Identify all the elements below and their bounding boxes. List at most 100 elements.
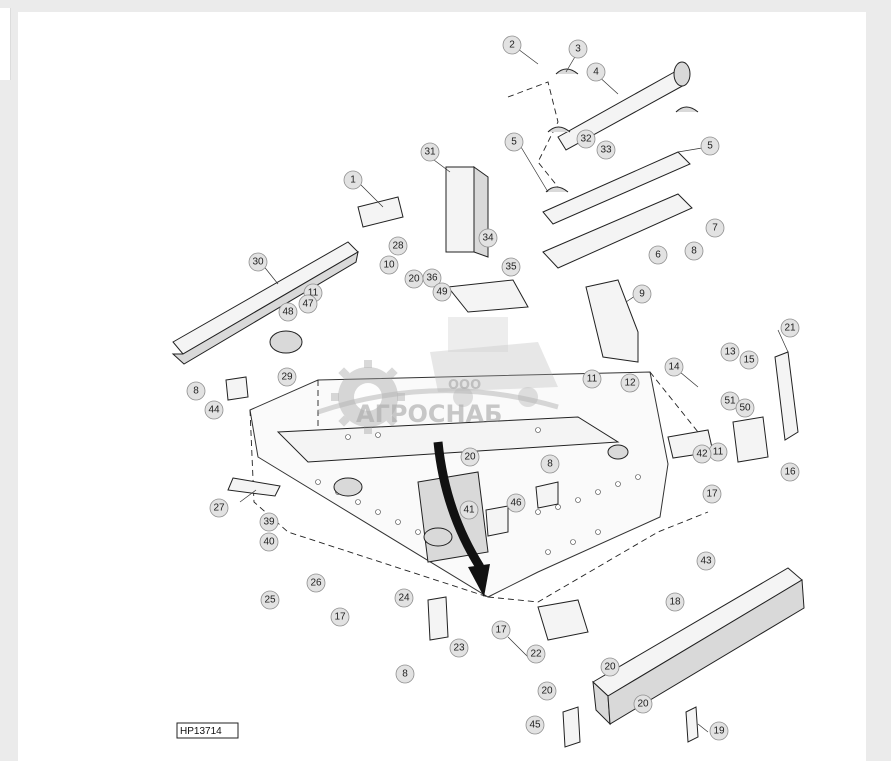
callout-number: 28 — [392, 241, 404, 252]
callout-number: 26 — [310, 578, 322, 589]
callout-21: 21 — [780, 318, 800, 338]
callout-31: 31 — [420, 142, 440, 162]
callout-number: 17 — [334, 612, 346, 623]
callout-number: 33 — [600, 145, 612, 156]
callout-number: 49 — [436, 287, 448, 298]
callout-8: 8 — [540, 454, 560, 474]
callout-18: 18 — [665, 592, 685, 612]
callout-26: 26 — [306, 573, 326, 593]
callout-25: 25 — [260, 590, 280, 610]
callout-number: 6 — [655, 250, 661, 261]
callout-number: 11 — [308, 288, 319, 299]
callout-48: 48 — [278, 302, 298, 322]
watermark-logo: ООО АГРОСНАБ — [317, 317, 559, 434]
callout-41: 41 — [459, 500, 479, 520]
callout-number: 19 — [713, 726, 725, 737]
callout-number: 7 — [712, 223, 718, 234]
callout-20: 20 — [460, 447, 480, 467]
callout-number: 22 — [530, 649, 542, 660]
callout-number: 20 — [541, 686, 553, 697]
callout-13: 13 — [720, 342, 740, 362]
callout-number: 20 — [637, 699, 649, 710]
callout-number: 43 — [700, 556, 712, 567]
callout-43: 43 — [696, 551, 716, 571]
callout-20: 20 — [633, 694, 653, 714]
callout-number: 32 — [580, 134, 592, 145]
callout-number: 5 — [707, 141, 713, 152]
callout-number: 44 — [208, 405, 220, 416]
callout-number: 4 — [593, 67, 599, 78]
callout-23: 23 — [449, 638, 469, 658]
callout-11: 11 — [708, 442, 728, 462]
callout-number: 1 — [350, 175, 356, 186]
callout-number: 21 — [784, 323, 796, 334]
callout-16: 16 — [780, 462, 800, 482]
callout-9: 9 — [632, 284, 652, 304]
callout-45: 45 — [525, 715, 545, 735]
callout-number: 40 — [263, 537, 275, 548]
callout-number: 34 — [482, 233, 494, 244]
callout-46: 46 — [506, 493, 526, 513]
brackets — [225, 196, 799, 748]
callout-20: 20 — [404, 269, 424, 289]
callout-17: 17 — [491, 620, 511, 640]
callout-number: 23 — [453, 643, 465, 654]
callout-27: 27 — [209, 498, 229, 518]
callout-number: 20 — [604, 662, 616, 673]
callout-47: 47 — [298, 294, 318, 314]
callout-2: 2 — [502, 35, 522, 55]
callout-24: 24 — [394, 588, 414, 608]
callout-44: 44 — [204, 400, 224, 420]
callout-29: 29 — [277, 367, 297, 387]
callout-6: 6 — [648, 245, 668, 265]
callout-number: 2 — [509, 40, 515, 51]
callout-17: 17 — [330, 607, 350, 627]
assembly-arrow — [433, 441, 490, 597]
callout-number: 41 — [463, 505, 475, 516]
callout-number: 8 — [547, 459, 553, 470]
callout-11: 11 — [582, 369, 602, 389]
left-bar — [171, 241, 359, 365]
callout-15: 15 — [739, 350, 759, 370]
callout-50: 50 — [735, 398, 755, 418]
callout-49: 49 — [432, 282, 452, 302]
callout-12: 12 — [620, 373, 640, 393]
tube-assembly — [507, 61, 699, 269]
callout-7: 7 — [705, 218, 725, 238]
callout-14: 14 — [664, 357, 684, 377]
callout-number: 24 — [398, 593, 410, 604]
callout-number: 5 — [511, 137, 517, 148]
callout-number: 48 — [282, 307, 294, 318]
callout-number: 15 — [743, 355, 755, 366]
callout-33: 33 — [596, 140, 616, 160]
callout-number: 51 — [724, 396, 736, 407]
callout-number: 36 — [426, 273, 438, 284]
callout-number: 11 — [713, 447, 724, 458]
callout-32: 32 — [576, 129, 596, 149]
callout-number: 35 — [505, 262, 517, 273]
callout-19: 19 — [709, 721, 729, 741]
callout-number: 17 — [706, 489, 718, 500]
callout-number: 14 — [668, 362, 680, 373]
callout-number: 45 — [529, 720, 541, 731]
callout-number: 25 — [264, 595, 276, 606]
watermark-company-form: ООО — [448, 378, 481, 393]
callout-number: 3 — [575, 44, 581, 55]
bottom-right-bar — [592, 567, 805, 726]
callout-17: 17 — [702, 484, 722, 504]
callout-number: 50 — [739, 403, 751, 414]
callout-22: 22 — [526, 644, 546, 664]
callout-number: 27 — [213, 503, 225, 514]
callout-34: 34 — [478, 228, 498, 248]
callout-8: 8 — [684, 241, 704, 261]
callout-number: 9 — [639, 289, 645, 300]
callout-5: 5 — [700, 136, 720, 156]
figure-id: HP13714 — [180, 726, 222, 737]
callout-39: 39 — [259, 512, 279, 532]
callout-8: 8 — [395, 664, 415, 684]
callout-number: 39 — [263, 517, 275, 528]
callout-3: 3 — [568, 39, 588, 59]
callout-number: 31 — [424, 147, 436, 158]
